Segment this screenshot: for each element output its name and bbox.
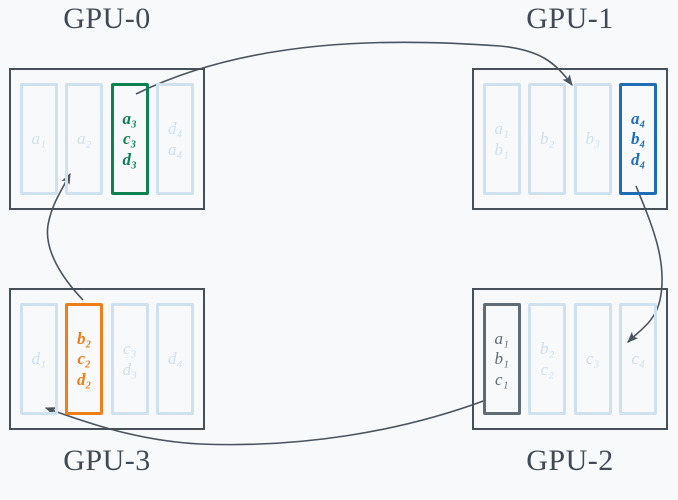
token-label: d₄ <box>168 118 183 138</box>
gpu-title-gpu-0: GPU-0 <box>63 2 151 35</box>
token-label: d₄ <box>631 149 646 169</box>
gpu-title-gpu-3: GPU-3 <box>63 444 151 477</box>
gpu-title-gpu-1: GPU-1 <box>526 2 614 35</box>
gpu-title-gpu-2: GPU-2 <box>526 444 614 477</box>
token-label: c₁ <box>495 369 509 389</box>
token-label: c₃ <box>123 338 137 358</box>
token-label: b₁ <box>494 349 509 369</box>
token-label: a₂ <box>77 129 92 149</box>
token-label: d₃ <box>122 149 137 169</box>
token-label: d₂ <box>77 369 92 389</box>
token-label: b₂ <box>540 338 555 358</box>
token-label: d₄ <box>168 349 183 369</box>
token-label: c₂ <box>77 349 91 369</box>
memory-column-gpu-1-1[interactable]: b₂ <box>528 83 567 195</box>
token-label: a₁ <box>494 118 509 138</box>
memory-column-gpu-1-2[interactable]: b₃ <box>573 83 612 195</box>
token-label: d₃ <box>122 359 137 379</box>
token-label: a₃ <box>122 108 137 128</box>
token-label: c₂ <box>540 359 554 379</box>
token-label: b₃ <box>585 129 600 149</box>
token-label: b₁ <box>494 139 509 159</box>
token-label: a₁ <box>494 328 509 348</box>
memory-column-gpu-3-3[interactable]: d₄ <box>156 303 195 415</box>
memory-column-gpu-0-1[interactable]: a₂ <box>65 83 104 195</box>
token-label: c₃ <box>123 129 137 149</box>
memory-column-gpu-0-0[interactable]: a₁ <box>19 83 58 195</box>
memory-column-gpu-2-3[interactable]: c₄ <box>619 303 658 415</box>
token-label: c₄ <box>631 349 645 369</box>
token-label: c₃ <box>586 349 600 369</box>
token-label: a₁ <box>31 129 46 149</box>
token-label: b₂ <box>540 129 555 149</box>
token-label: b₄ <box>631 129 646 149</box>
memory-column-gpu-3-0[interactable]: d₁ <box>19 303 58 415</box>
token-label: d₁ <box>31 349 46 369</box>
token-label: b₂ <box>77 328 92 348</box>
token-label: a₄ <box>168 139 183 159</box>
memory-column-gpu-2-2[interactable]: c₃ <box>573 303 612 415</box>
token-label: a₄ <box>631 108 646 128</box>
